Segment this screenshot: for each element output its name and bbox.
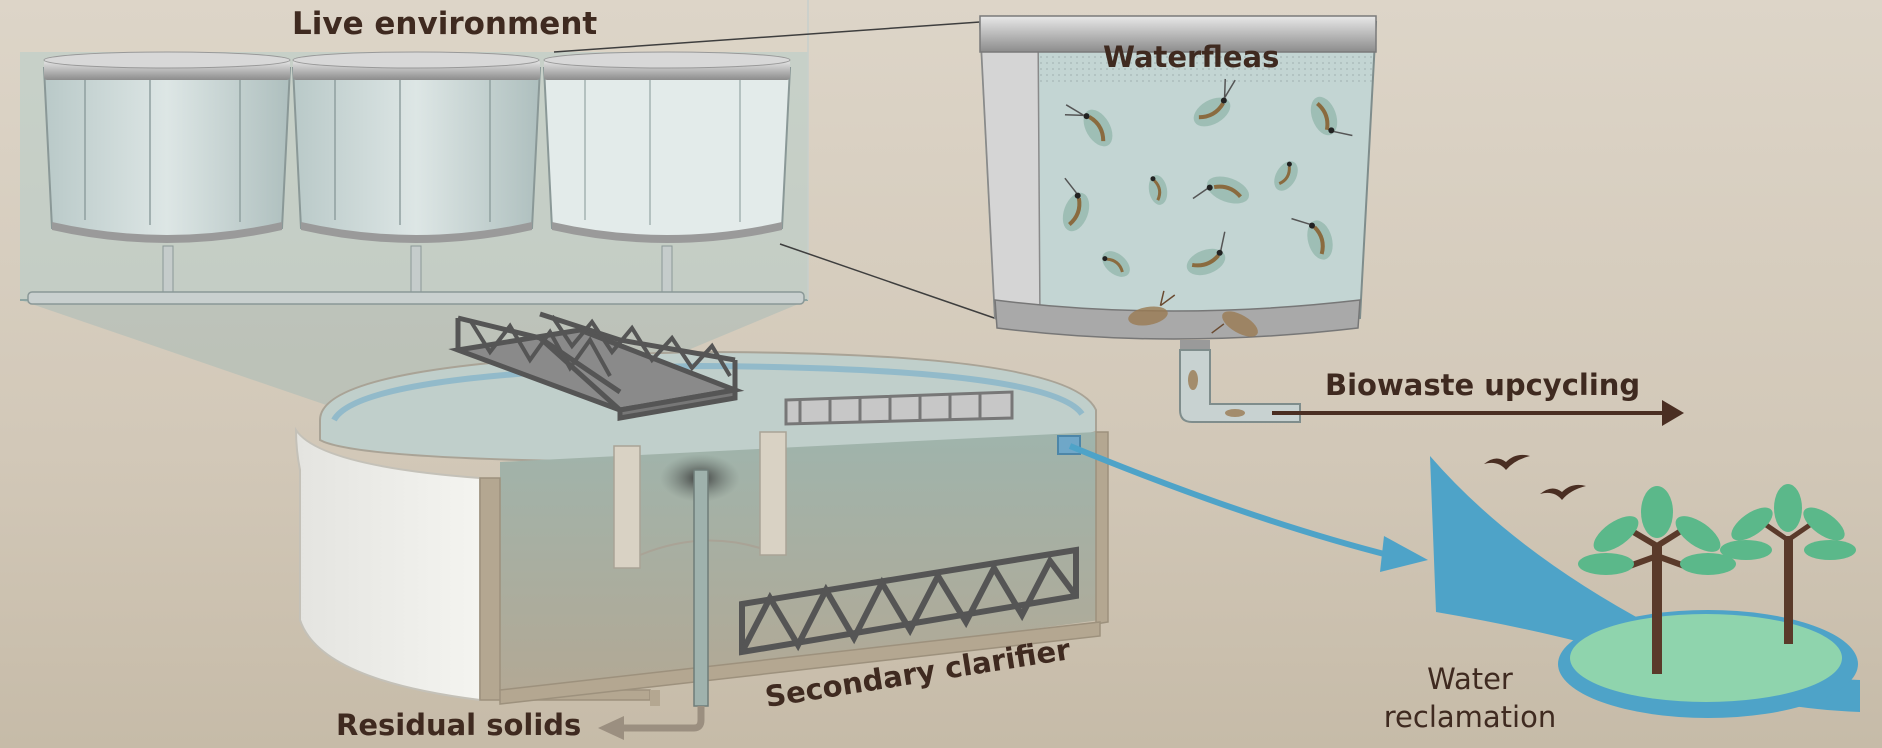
daphnia-icon xyxy=(1102,251,1130,277)
live-environment-label: Live environment xyxy=(292,6,598,42)
daphnia-icon xyxy=(1192,176,1250,204)
residual-solids-arrow xyxy=(598,706,705,740)
daphnia-icon xyxy=(1128,290,1176,326)
effluent-arrow xyxy=(1068,443,1428,572)
daphnia-group xyxy=(1062,78,1353,337)
tree-icon xyxy=(1720,484,1856,644)
daphnia-icon xyxy=(1062,177,1090,232)
clarifier-bridge xyxy=(448,311,745,421)
bird-icon xyxy=(1484,454,1530,470)
daphnia-icon xyxy=(1274,161,1298,191)
bird-icon xyxy=(1540,484,1586,500)
water-reclamation-line2: reclamation xyxy=(1383,700,1557,734)
cage-tank-2 xyxy=(291,51,542,295)
daphnia-icon xyxy=(1064,104,1113,147)
daphnia-icon xyxy=(1193,78,1236,127)
daphnia-icon xyxy=(1211,311,1258,337)
residual-solids-label: Residual solids xyxy=(336,708,582,742)
biowaste-arrow xyxy=(1272,400,1684,426)
tree-icon xyxy=(1578,486,1736,674)
daphnia-icon xyxy=(1148,175,1168,205)
feed-pipe xyxy=(27,291,805,305)
waterflea-container xyxy=(978,15,1378,352)
waterfleas-label: Waterfleas xyxy=(1103,40,1280,74)
water-reclamation-label: Water reclamation xyxy=(1370,660,1570,736)
scraper-truss xyxy=(739,546,1079,656)
secondary-clarifier xyxy=(294,311,1109,707)
biowaste-upcycling-label: Biowaste upcycling xyxy=(1325,368,1641,402)
cage-tank-3 xyxy=(542,51,792,295)
reclamation-landscape xyxy=(1430,454,1860,718)
water-reclamation-line1: Water xyxy=(1427,662,1513,696)
weir-walkway xyxy=(784,390,1014,426)
outlet-pipe xyxy=(1179,349,1301,423)
daphnia-icon xyxy=(1291,217,1333,260)
daphnia-icon xyxy=(1310,96,1353,137)
daphnia-icon xyxy=(1186,231,1226,276)
cage-tank-1 xyxy=(42,51,292,295)
